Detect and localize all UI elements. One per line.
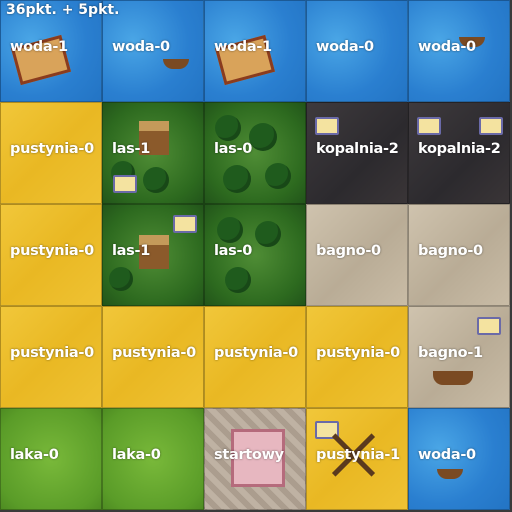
tile-forest[interactable]: las-1 (102, 204, 204, 306)
tile-label: pustynia-0 (214, 345, 298, 361)
tile-desert[interactable]: pustynia-0 (0, 306, 102, 408)
tile-label: pustynia-0 (10, 345, 94, 361)
tile-label: bagno-0 (418, 243, 483, 259)
house-icon (139, 121, 169, 155)
tile-forest[interactable]: las-0 (204, 102, 306, 204)
tile-desert[interactable]: pustynia-0 (0, 204, 102, 306)
tree-icon (109, 267, 133, 291)
crown-icon (417, 117, 441, 135)
tile-label: woda-0 (418, 447, 476, 463)
tree-icon (249, 123, 277, 151)
tile-start[interactable]: startowy (204, 408, 306, 510)
tile-desert[interactable]: pustynia-0 (306, 306, 408, 408)
tile-label: woda-0 (418, 39, 476, 55)
tile-label: kopalnia-2 (316, 141, 399, 157)
tile-label: kopalnia-2 (418, 141, 501, 157)
castle-icon (231, 429, 285, 487)
tile-swamp[interactable]: bagno-1 (408, 306, 510, 408)
tile-label: laka-0 (112, 447, 161, 463)
boat-icon (459, 37, 485, 47)
boat-icon (433, 371, 473, 385)
tile-label: laka-0 (10, 447, 59, 463)
tree-icon (225, 267, 251, 293)
tree-icon (143, 167, 169, 193)
tile-swamp[interactable]: bagno-0 (408, 204, 510, 306)
tree-icon (223, 165, 251, 193)
tile-desert[interactable]: pustynia-1 (306, 408, 408, 510)
tile-label: pustynia-0 (10, 243, 94, 259)
tile-label: las-1 (112, 243, 150, 259)
tile-water[interactable]: woda-1 (204, 0, 306, 102)
tile-label: woda-0 (112, 39, 170, 55)
tile-label: startowy (214, 447, 284, 463)
tile-water[interactable]: woda-0 (102, 0, 204, 102)
boat-icon (163, 59, 189, 69)
tile-meadow[interactable]: laka-0 (102, 408, 204, 510)
tile-water[interactable]: woda-1 (0, 0, 102, 102)
tile-desert[interactable]: pustynia-0 (102, 306, 204, 408)
crown-icon (479, 117, 503, 135)
tile-water[interactable]: woda-0 (306, 0, 408, 102)
tile-swamp[interactable]: bagno-0 (306, 204, 408, 306)
tile-mine[interactable]: kopalnia-2 (408, 102, 510, 204)
crown-icon (315, 117, 339, 135)
tile-water[interactable]: woda-0 (408, 408, 510, 510)
tile-label: pustynia-1 (316, 447, 400, 463)
tile-forest[interactable]: las-0 (204, 204, 306, 306)
boat-icon (437, 469, 463, 479)
tile-label: woda-1 (214, 39, 272, 55)
tile-label: pustynia-0 (10, 141, 94, 157)
tile-label: las-1 (112, 141, 150, 157)
tile-meadow[interactable]: laka-0 (0, 408, 102, 510)
tile-label: pustynia-0 (316, 345, 400, 361)
crown-icon (113, 175, 137, 193)
tile-label: las-0 (214, 243, 252, 259)
tile-mine[interactable]: kopalnia-2 (306, 102, 408, 204)
tile-label: pustynia-0 (112, 345, 196, 361)
tile-label: bagno-0 (316, 243, 381, 259)
tile-label: woda-0 (316, 39, 374, 55)
tile-label: las-0 (214, 141, 252, 157)
house-icon (139, 235, 169, 269)
tree-icon (217, 217, 243, 243)
tree-icon (215, 115, 241, 141)
tile-desert[interactable]: pustynia-0 (0, 102, 102, 204)
tile-water[interactable]: woda-0 (408, 0, 510, 102)
tile-forest[interactable]: las-1 (102, 102, 204, 204)
tree-icon (265, 163, 291, 189)
score-label: 36pkt. + 5pkt. (6, 2, 120, 18)
crown-icon (173, 215, 197, 233)
crown-icon (477, 317, 501, 335)
tile-desert[interactable]: pustynia-0 (204, 306, 306, 408)
tile-label: woda-1 (10, 39, 68, 55)
tree-icon (255, 221, 281, 247)
tile-label: bagno-1 (418, 345, 483, 361)
